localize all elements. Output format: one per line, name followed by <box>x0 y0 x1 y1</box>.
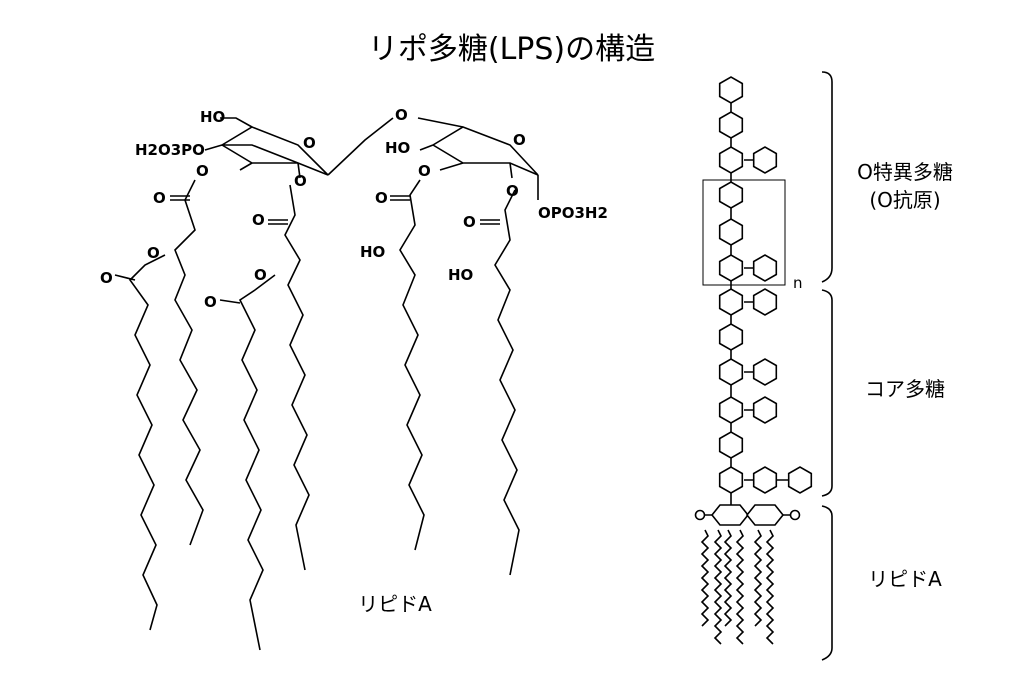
lipid-tail-chain <box>713 529 723 645</box>
branch-sugar-ring <box>752 254 778 282</box>
bracket-o-antigen <box>821 71 833 283</box>
backbone-sugar-ring <box>718 466 744 494</box>
lipid-tail-chain <box>753 529 763 627</box>
branch-sugar-ring <box>752 466 778 494</box>
phosphate-label-right: OPO3H2 <box>538 204 608 222</box>
backbone-sugar-ring <box>718 146 744 174</box>
ester-oxygen-label-4: O <box>506 182 519 200</box>
ester-oxygen-label-5: O <box>147 244 160 262</box>
backbone-sugar-ring <box>718 396 744 424</box>
phosphate-label-left: H2O3PO <box>135 141 205 159</box>
carbonyl-oxygen-label-1: O <box>153 189 166 207</box>
ester-oxygen-label-1: O <box>196 162 209 180</box>
lps-schematic: n <box>694 71 833 661</box>
ho-label-chain-1: HO <box>360 243 385 261</box>
backbone-sugar-ring <box>718 323 744 351</box>
lipid-tail-chain <box>735 529 745 645</box>
backbone-sugar-ring <box>718 288 744 316</box>
page-title: リポ多糖(LPS)の構造 <box>367 32 656 67</box>
branch-sugar-ring <box>752 288 778 316</box>
carbonyl-oxygen-label-6: O <box>204 293 217 311</box>
lipid-a-schematic <box>694 500 801 645</box>
backbone-sugar-ring <box>718 181 744 209</box>
carbonyl-oxygen-label-4: O <box>463 213 476 231</box>
bridge-oxygen-label: O <box>395 106 408 124</box>
branch-sugar-ring <box>752 396 778 424</box>
branch-sugar-ring <box>787 466 813 494</box>
acyl-chains <box>114 179 520 651</box>
bracket-lipid-a <box>821 505 833 661</box>
glycosidic-bond <box>327 117 394 176</box>
o-antigen-label-line2: (O抗原) <box>869 188 941 212</box>
lipid-a-caption: リピドA <box>358 592 432 616</box>
core-polysaccharide-label: コア多糖 <box>865 377 945 401</box>
lipid-tail-chains <box>700 529 775 645</box>
ester-oxygen-label-2: O <box>294 172 307 190</box>
o-antigen-label-line1: O特異多糖 <box>857 160 953 184</box>
ring-oxygen-label-2: O <box>513 131 526 149</box>
ester-oxygen-label-3: O <box>418 162 431 180</box>
backbone-sugar-ring <box>718 218 744 246</box>
lipid-a-region-label: リピドA <box>868 567 942 591</box>
carbonyl-oxygen-label-5: O <box>100 269 113 287</box>
backbone-sugar-ring <box>718 76 744 104</box>
backbone-sugar-ring <box>718 358 744 386</box>
backbone-rings <box>718 76 744 494</box>
backbone-sugar-ring <box>718 431 744 459</box>
repeating-unit-box <box>702 179 786 286</box>
branch-sugar-ring <box>752 146 778 174</box>
lipid-tail-chain <box>765 529 775 645</box>
sugar-ring-2 <box>417 117 539 200</box>
ho-label-chain-2: HO <box>448 266 473 284</box>
backbone-sugar-ring <box>718 111 744 139</box>
branch-sugar-ring <box>752 358 778 386</box>
carbonyl-oxygen-label-3: O <box>375 189 388 207</box>
ho-label-top: HO <box>200 108 225 126</box>
ester-oxygen-label-6: O <box>254 266 267 284</box>
repeat-count-label: n <box>793 274 803 292</box>
lipid-tail-chain <box>700 529 710 627</box>
ring-oxygen-label-1: O <box>303 134 316 152</box>
ho-label-ring2: HO <box>385 139 410 157</box>
bracket-core <box>821 289 833 497</box>
lipid-a-structure: HO H2O3PO O O HO O OPO3H2 O O O O O O O … <box>100 106 608 651</box>
branch-rings <box>752 146 813 494</box>
o-antigen-label: O特異多糖 (O抗原) <box>850 158 960 214</box>
carbonyl-oxygen-label-2: O <box>252 211 265 229</box>
lipid-tail-chain <box>723 529 733 627</box>
backbone-sugar-ring <box>718 254 744 282</box>
